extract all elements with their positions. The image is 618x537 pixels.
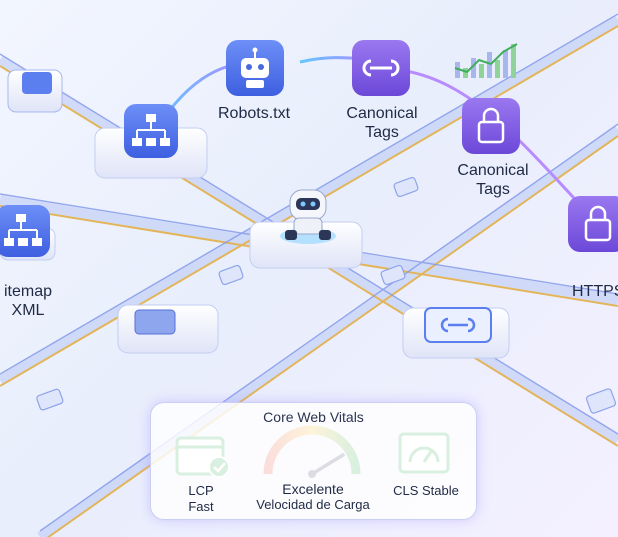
robots-label: Robots.txt	[218, 105, 291, 122]
core-web-vitals-title: Core Web Vitals	[263, 409, 364, 425]
sitemap-tile-icon	[124, 104, 178, 158]
sitemap-label: itemap XML	[0, 282, 56, 320]
link-glyph	[440, 317, 476, 333]
lcp-line1: LCP	[188, 483, 214, 498]
https-label: HTTPS	[572, 283, 618, 300]
https-lock-tile-icon	[568, 196, 618, 252]
canonical-top-line1: Canonical	[346, 105, 418, 122]
sitemap-left-tile-icon	[0, 205, 50, 257]
device-icon	[22, 72, 52, 94]
canonical-right-line2: Tags	[476, 181, 510, 198]
robot-tile-icon	[226, 40, 284, 96]
bar-chart-icon	[454, 43, 518, 78]
robot-mascot-icon	[280, 189, 336, 244]
canonical-top-label: Canonical Tags	[340, 104, 424, 142]
cls-label: CLS Stable	[393, 483, 459, 498]
canonical-right-line1: Canonical	[457, 162, 529, 179]
lcp-label: LCP Fast	[176, 483, 226, 515]
canonical-link-tile-icon	[352, 40, 410, 96]
core-web-vitals-panel: Core Web Vitals	[150, 402, 477, 520]
gauge-label: Excelente Velocidad de Carga	[252, 481, 374, 513]
gauge-subtitle: Velocidad de Carga	[256, 497, 370, 512]
canonical-top-line2: Tags	[365, 124, 399, 141]
gauge-title: Excelente	[282, 481, 344, 497]
lcp-line2: Fast	[188, 499, 214, 514]
server-icon	[134, 309, 176, 335]
sitemap-line2: XML	[11, 302, 45, 319]
canonical-right-label: Canonical Tags	[451, 161, 535, 199]
lock-tile-icon	[462, 98, 520, 154]
track-chips	[36, 176, 617, 414]
sitemap-line1: itemap	[3, 283, 53, 300]
